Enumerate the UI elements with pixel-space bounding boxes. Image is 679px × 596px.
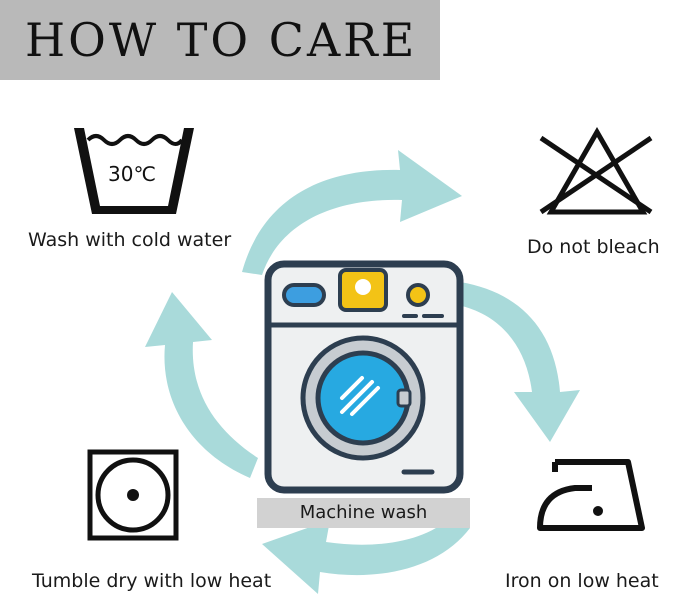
washing-machine-icon [264,260,464,494]
arrow-bottom-icon [262,515,470,594]
tumble-dry-label: Tumble dry with low heat [32,570,272,592]
header-banner: HOW TO CARE [0,0,440,80]
wash-label: Wash with cold water [28,229,232,251]
do-not-bleach-icon [539,126,653,215]
machine-wash-label: Machine wash [299,502,428,523]
bleach-label: Do not bleach [527,236,660,258]
arrow-right-icon [460,282,580,442]
tumble-dry-icon [87,449,179,541]
page-title: HOW TO CARE [25,13,418,67]
machine-wash-badge: Machine wash [257,498,470,528]
cycle-arrows [145,150,580,594]
wash-tub-icon [74,128,194,214]
arrow-left-icon [145,292,258,478]
wash-temperature: 30℃ [108,162,156,186]
arrow-top-icon [242,150,462,275]
iron-icon [537,459,645,531]
iron-label: Iron on low heat [505,570,659,592]
